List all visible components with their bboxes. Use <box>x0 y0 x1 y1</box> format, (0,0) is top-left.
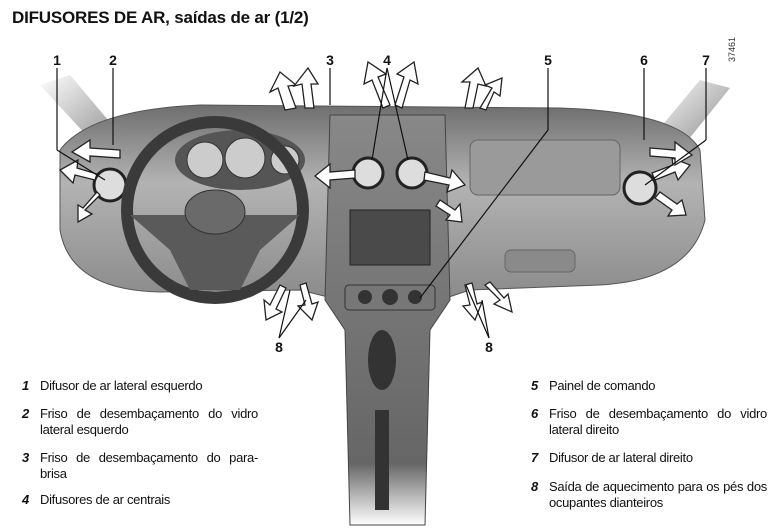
center-vent-right <box>395 156 429 190</box>
legend-text: Difusor de ar lateral direito <box>549 450 693 465</box>
legend-number: 6 <box>531 406 538 421</box>
leader-lines <box>56 67 707 339</box>
legend-text: Friso de desembaçamento do para-brisa <box>40 450 258 481</box>
screen <box>349 209 431 266</box>
callout-1: 1 <box>53 52 61 68</box>
legend-number: 4 <box>22 492 29 507</box>
legend-text: Difusor de ar lateral esquerdo <box>40 378 203 393</box>
legend-number: 2 <box>22 406 29 421</box>
legend-text: Painel de comando <box>549 378 656 393</box>
page-title: DIFUSORES DE AR, saídas de ar (1/2) <box>12 8 309 27</box>
legend-text: Difusores de ar centrais <box>40 492 171 507</box>
airflow-arrows <box>58 60 694 322</box>
callout-2: 2 <box>109 52 117 68</box>
callout-8-left: 8 <box>275 339 283 355</box>
callout-5: 5 <box>544 52 552 68</box>
right-vent <box>622 170 658 206</box>
legend-number: 5 <box>531 378 538 393</box>
legend-number: 1 <box>22 378 29 393</box>
figure-code: 37461 <box>727 36 737 62</box>
legend-text: Saída de aquecimento para os pés dos ocu… <box>549 479 767 510</box>
legend-number: 7 <box>531 450 538 465</box>
legend-number: 3 <box>22 450 29 465</box>
legend-text: Friso de desembaçamento do vidro lateral… <box>549 406 767 437</box>
callout-7: 7 <box>702 52 710 68</box>
steering-wheel <box>121 116 309 304</box>
gear-knob <box>368 330 396 390</box>
glovebox <box>469 139 621 196</box>
callout-3: 3 <box>326 52 334 68</box>
legend-text: Friso de desembaçamento do vidro lateral… <box>40 406 258 437</box>
center-vent-left <box>351 156 385 190</box>
callout-6: 6 <box>640 52 648 68</box>
callout-8-right: 8 <box>485 339 493 355</box>
legend-number: 8 <box>531 479 538 494</box>
callout-4: 4 <box>383 52 391 68</box>
